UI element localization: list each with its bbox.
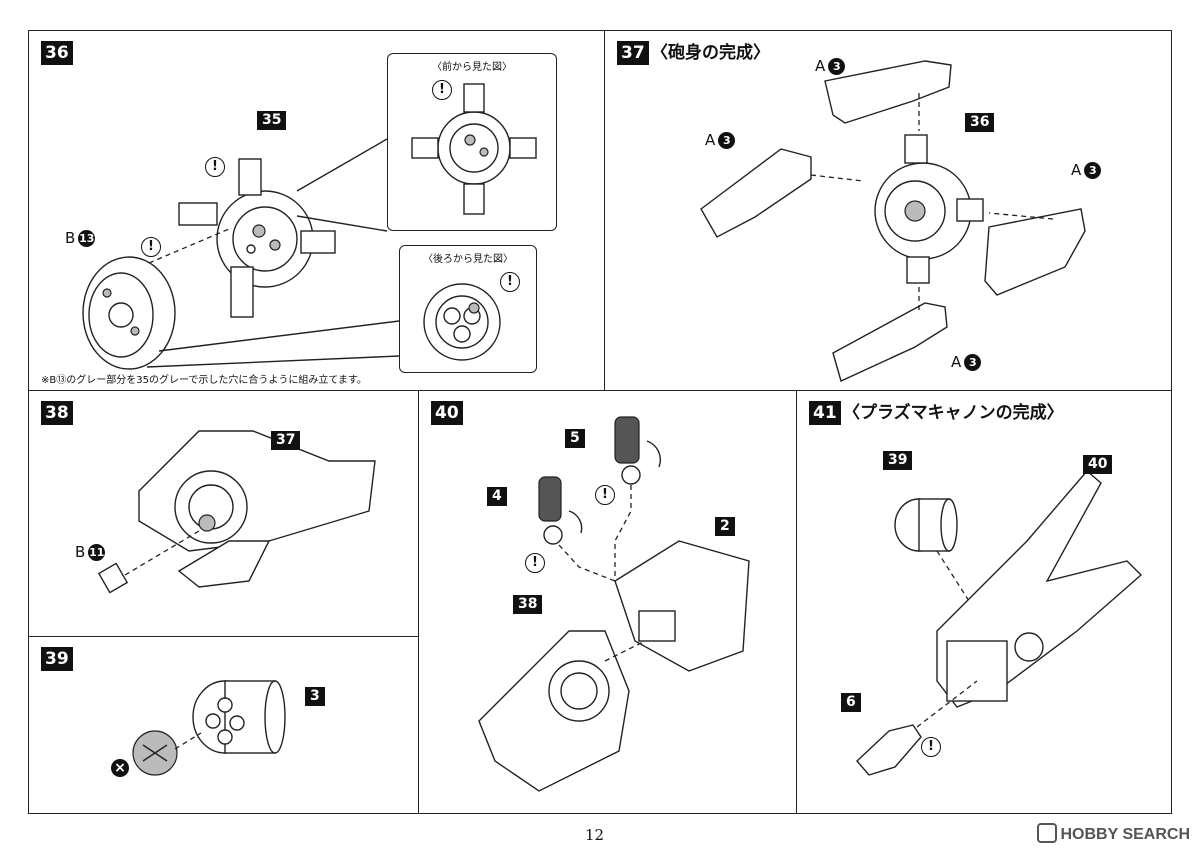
front-view-inset: 〈前から見た図〉 ! [387, 53, 557, 231]
step-number: 38 [41, 401, 73, 425]
part-35-hub [178, 158, 336, 318]
step-39-illustration [132, 680, 286, 776]
step-38-illustration [97, 430, 376, 594]
page-number: 12 [585, 826, 605, 844]
step-36-illustration [82, 138, 400, 370]
front-view-caption: 〈前から見た図〉 [432, 62, 512, 73]
part-39-label: 39 [883, 451, 913, 470]
part-4-label: 4 [487, 487, 507, 506]
step-number: 40 [431, 401, 463, 425]
attention-icon: ! [432, 80, 452, 100]
attention-icon: ! [921, 737, 941, 757]
part-5-label: 5 [565, 429, 585, 448]
part-b13-cap [82, 256, 176, 370]
step-37-illustration [700, 60, 1086, 382]
part-38-label: 38 [513, 595, 543, 614]
part-37-label: 37 [271, 431, 301, 450]
step-number: 36 [41, 41, 73, 65]
part-6-label: 6 [841, 693, 861, 712]
assembly-note: ※B⑬のグレー部分を35のグレーで示した穴に合うように組み立てます。 [41, 375, 367, 386]
attention-icon: ! [205, 157, 225, 177]
back-view-caption: 〈後ろから見た図〉 [423, 254, 513, 265]
part-40-label: 40 [1083, 455, 1113, 474]
attention-icon: ! [500, 272, 520, 292]
back-view-inset: 〈後ろから見た図〉 ! [399, 245, 537, 373]
step-title: 〈プラズマキャノンの完成〉 [843, 403, 1064, 423]
part-36-label: 36 [965, 113, 995, 132]
hobby-search-logo-icon [1036, 823, 1057, 843]
attention-icon: ! [595, 485, 615, 505]
step-40-illustration [478, 416, 750, 792]
attention-icon: ! [141, 237, 161, 257]
step-number: 39 [41, 647, 73, 671]
hobby-search-watermark: HOBBY SEARCH [1036, 823, 1190, 845]
step-title: 〈砲身の完成〉 [651, 43, 770, 63]
step-40-panel: 40 5 4 2 38 ! ! [418, 390, 798, 814]
step-41-panel: 41 〈プラズマキャノンの完成〉 39 40 6 ! [796, 390, 1172, 814]
step-39-panel: 39 3 × [28, 636, 420, 814]
attention-icon: ! [525, 553, 545, 573]
part-3-label: 3 [305, 687, 325, 706]
part-35-label: 35 [257, 111, 287, 130]
part-2-label: 2 [715, 517, 735, 536]
step-number: 37 [617, 41, 649, 65]
step-number: 41 [809, 401, 841, 425]
step-41-illustration [856, 470, 1143, 776]
cross-icon: × [111, 759, 129, 777]
